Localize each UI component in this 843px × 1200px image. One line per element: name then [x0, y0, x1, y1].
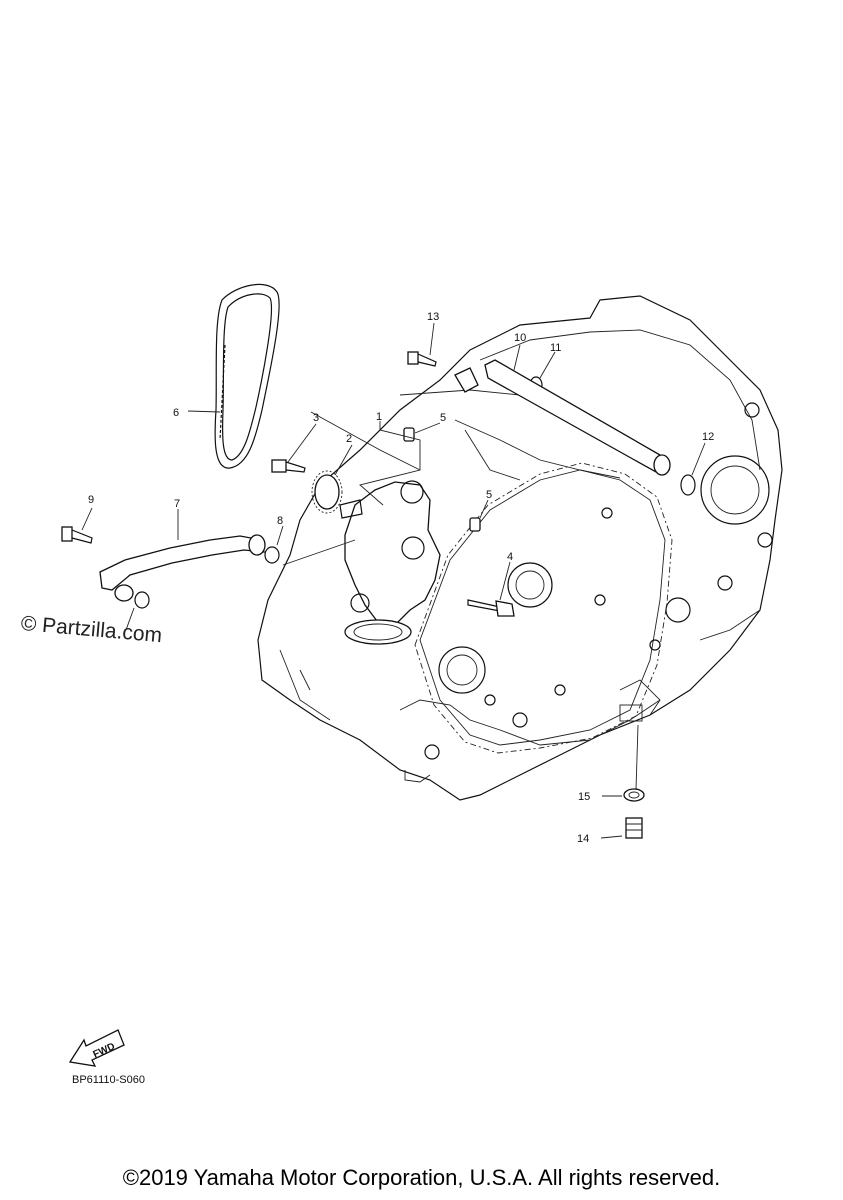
- pump-sprocket: [311, 470, 343, 514]
- crankcase: [257, 295, 783, 801]
- oil-pipe: [99, 534, 266, 602]
- copyright-notice: ©2019 Yamaha Motor Corporation, U.S.A. A…: [122, 1165, 721, 1190]
- callout-13: 13: [427, 311, 439, 323]
- callout-12: 12: [702, 431, 714, 443]
- callout-8: 8: [277, 515, 283, 527]
- drive-chain: [214, 283, 280, 469]
- callout-4: 4: [507, 551, 513, 563]
- callout-9: 9: [88, 494, 94, 506]
- bolt-13: [407, 351, 437, 367]
- o-rings: [134, 376, 696, 802]
- bolt-9: [61, 526, 93, 544]
- callout-5-upper: 5: [440, 412, 446, 424]
- drain-plug: [625, 817, 643, 839]
- oil-pipe-10: [454, 359, 671, 476]
- callout-3: 3: [313, 412, 319, 424]
- callout-2: 2: [346, 433, 352, 445]
- callout-1: 1: [376, 411, 382, 423]
- bolt-4: [467, 599, 515, 617]
- oil-pump-assembly: [339, 480, 441, 645]
- callout-14: 14: [577, 833, 589, 845]
- callout-11: 11: [550, 342, 561, 354]
- callout-15: 15: [578, 791, 590, 803]
- drawing-code: BP61110-S060: [72, 1074, 145, 1086]
- callout-7: 7: [174, 498, 180, 510]
- dowel-pins: [403, 427, 481, 532]
- callout-10: 10: [514, 332, 526, 344]
- bolt-3: [271, 459, 306, 473]
- leader-lines: [81, 322, 706, 839]
- fwd-arrow-icon: FWD: [68, 1029, 125, 1067]
- callout-labels: 1 2 3 4 5 5 6 7 8 9 10 11 12 13 14 15: [88, 311, 714, 845]
- callout-5-lower: 5: [486, 489, 492, 501]
- callout-6: 6: [173, 407, 179, 419]
